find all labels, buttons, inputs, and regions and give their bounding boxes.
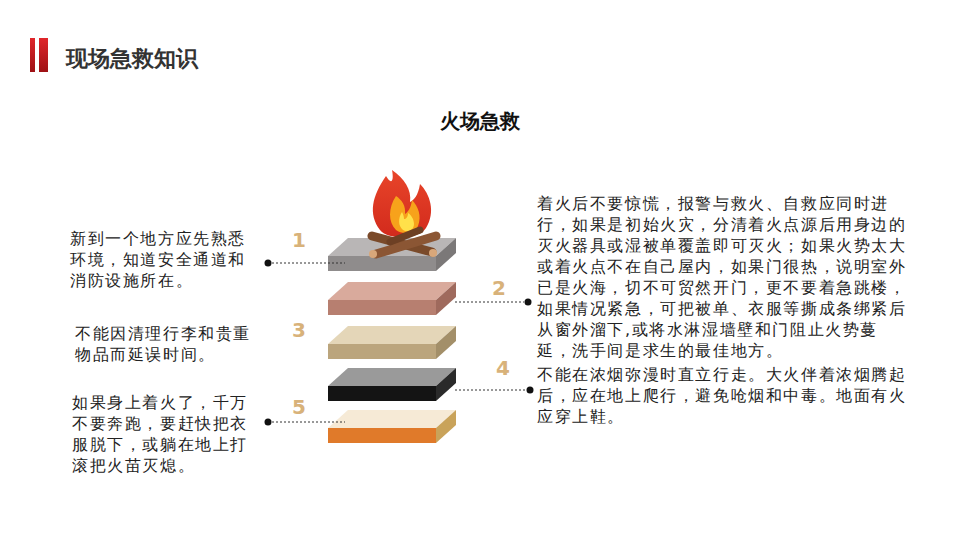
layer-slab — [328, 282, 456, 315]
note-text: 不能在浓烟弥漫时直立行走。大火伴着浓烟腾起后，应在地上爬行，避免呛烟和中毒。地面… — [537, 364, 909, 427]
callout-number: 3 — [292, 318, 306, 342]
accent-bar — [30, 38, 35, 72]
callout-number: 2 — [492, 276, 506, 300]
slide-title: 现场急救知识 — [66, 44, 198, 74]
callout-number: 1 — [292, 228, 306, 252]
layer-slab — [328, 410, 456, 443]
layer-slab — [328, 368, 456, 401]
leader-line — [272, 263, 526, 422]
accent-bar — [39, 38, 48, 72]
leader-dot — [265, 260, 534, 426]
section-heading: 火场急救 — [400, 108, 560, 135]
campfire — [369, 170, 437, 258]
note-text: 如果身上着火了，千万不要奔跑，要赶快把衣服脱下，或躺在地上打滚把火苗灭熄。 — [72, 392, 264, 476]
layer-stack — [328, 238, 456, 443]
callout-number: 5 — [292, 395, 306, 419]
layer-slab — [328, 326, 456, 359]
note-text: 新到一个地方应先熟悉环境，知道安全通道和消防设施所在。 — [70, 228, 262, 291]
note-text: 不能因清理行李和贵重物品而延误时间。 — [75, 323, 261, 365]
note-text: 着火后不要惊慌，报警与救火、自救应同时进行，如果是初始火灾，分清着火点源后用身边… — [537, 193, 909, 361]
callout-number: 4 — [496, 356, 510, 380]
